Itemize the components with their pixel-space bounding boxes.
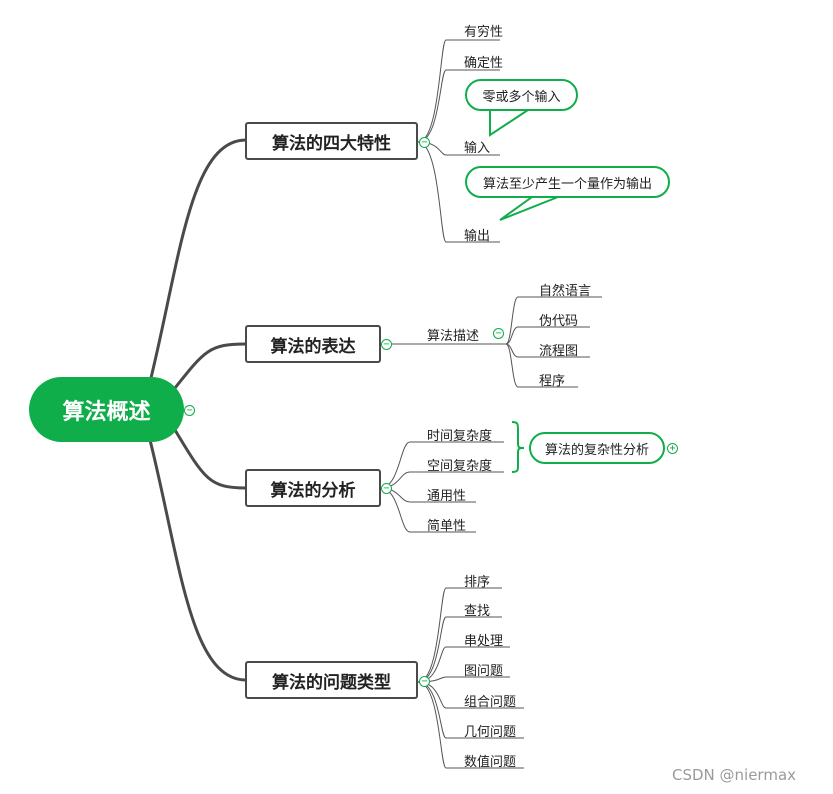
collapse-toggle-icon[interactable]: − [184, 405, 195, 416]
root-node[interactable]: 算法概述 [29, 377, 184, 442]
summary-complexity-analysis[interactable]: 算法的复杂性分析 [529, 432, 665, 464]
collapse-toggle-icon[interactable]: − [419, 676, 430, 687]
leaf-numerical-problems[interactable]: 数值问题 [464, 755, 517, 770]
leaf-generality[interactable]: 通用性 [427, 489, 467, 504]
leaf-searching[interactable]: 查找 [464, 604, 491, 619]
topic-analysis[interactable]: 算法的分析 [245, 469, 381, 507]
leaf-space-complexity[interactable]: 空间复杂度 [427, 459, 493, 474]
leaf-combinatorial-problems[interactable]: 组合问题 [464, 695, 517, 710]
leaf-geometric-problems[interactable]: 几何问题 [464, 725, 517, 740]
topic-problem-types[interactable]: 算法的问题类型 [245, 661, 418, 699]
leaf-time-complexity[interactable]: 时间复杂度 [427, 429, 493, 444]
callout-input[interactable]: 零或多个输入 [465, 79, 578, 111]
leaf-definiteness[interactable]: 确定性 [464, 56, 504, 71]
topic-four-characteristics[interactable]: 算法的四大特性 [245, 122, 418, 160]
watermark: CSDN @niermax [672, 766, 797, 784]
leaf-natural-language[interactable]: 自然语言 [539, 284, 592, 299]
leaf-output[interactable]: 输出 [464, 229, 491, 244]
expand-toggle-icon[interactable]: + [667, 443, 678, 454]
leaf-flowchart[interactable]: 流程图 [539, 344, 579, 359]
leaf-simplicity[interactable]: 简单性 [427, 519, 467, 534]
callout-tail-input [489, 109, 532, 137]
topic-expression[interactable]: 算法的表达 [245, 325, 381, 363]
leaf-sorting[interactable]: 排序 [464, 575, 491, 590]
collapse-toggle-icon[interactable]: − [381, 339, 392, 350]
collapse-toggle-icon[interactable]: − [419, 137, 430, 148]
collapse-toggle-icon[interactable]: − [493, 328, 504, 339]
leaf-string-processing[interactable]: 串处理 [464, 634, 504, 649]
leaf-algorithm-description[interactable]: 算法描述 [427, 329, 480, 344]
callout-tail-output [499, 196, 559, 221]
leaf-graph-problems[interactable]: 图问题 [464, 664, 504, 679]
summary-bracket [511, 421, 525, 473]
leaf-program[interactable]: 程序 [539, 374, 566, 389]
callout-output[interactable]: 算法至少产生一个量作为输出 [465, 166, 670, 198]
leaf-input[interactable]: 输入 [464, 141, 491, 156]
leaf-finiteness[interactable]: 有穷性 [464, 25, 504, 40]
collapse-toggle-icon[interactable]: − [381, 483, 392, 494]
leaf-pseudocode[interactable]: 伪代码 [539, 314, 579, 329]
